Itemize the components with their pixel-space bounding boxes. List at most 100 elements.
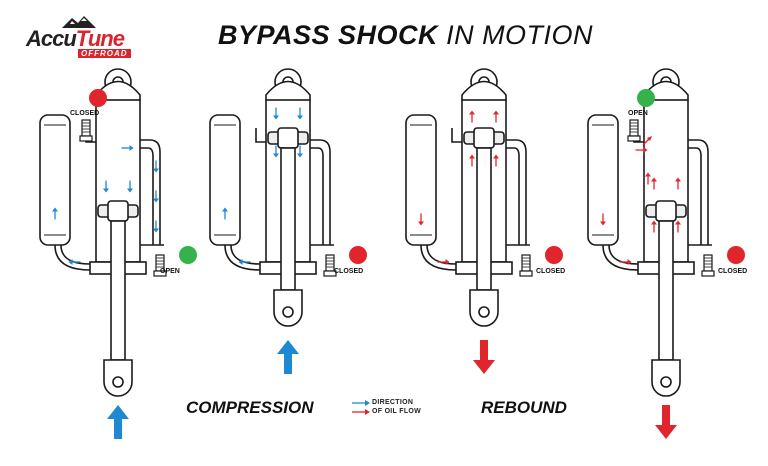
flow-arrow-head [675, 220, 681, 225]
bottom-valve-indicator [545, 246, 563, 264]
reservoir [209, 114, 241, 246]
valve-nut [323, 270, 337, 277]
valve-nut [627, 135, 641, 142]
accutune-logo: AccuTune OFFROAD [22, 14, 132, 64]
piston-core [277, 127, 299, 149]
valve-label-1: CLOSED [70, 110, 100, 117]
reservoir [39, 114, 71, 246]
valve-label-3: CLOSED [334, 268, 364, 275]
flow-arrow-head [418, 221, 424, 226]
motion-arrow-up-icon [107, 405, 129, 439]
shock-compression-extended [39, 68, 197, 439]
bypass-tube-inner [310, 147, 324, 245]
bottom-valve-indicator [727, 246, 745, 264]
flow-arrow-head [153, 228, 159, 233]
bypass-tube-inner [506, 147, 520, 245]
bottom-valve-indicator [349, 246, 367, 264]
reservoir-hose-inner [60, 244, 91, 265]
logo-subtext: OFFROAD [78, 49, 131, 58]
flow-arrow-head [297, 115, 303, 120]
flow-arrow-head [445, 259, 450, 265]
bypass-tube-outer [140, 139, 161, 245]
flow-arrow-head [222, 207, 228, 212]
reservoir-hose-inner [426, 244, 457, 265]
top-valve-indicator [637, 89, 655, 107]
flow-arrow-head [600, 221, 606, 226]
shock-rebound-compressed [405, 68, 563, 374]
piston-core [107, 200, 129, 222]
bypass-tube-outer [688, 139, 709, 245]
body-cap [461, 80, 507, 100]
reservoir-hose [54, 244, 91, 271]
valve-nut [701, 270, 715, 277]
bottom-eyelet-hole [282, 306, 294, 318]
reservoir-hose [420, 244, 457, 271]
motion-arrow-up-icon [277, 340, 299, 374]
valve-nut [519, 270, 533, 277]
flow-arrow-head [493, 154, 499, 159]
valve-nut [153, 270, 167, 277]
flow-arrow-head [645, 172, 651, 177]
shaft [110, 220, 126, 361]
bypass-valve-body [521, 254, 531, 272]
flow-arrow-head [493, 110, 499, 115]
bypass-tube-inner [688, 147, 702, 245]
reservoir-hose [224, 244, 261, 271]
rebound-label: REBOUND [481, 398, 567, 417]
flow-arrow-head [651, 220, 657, 225]
bottom-eyelet-hole [112, 376, 124, 388]
top-valve-indicator [89, 89, 107, 107]
flow-arrow-head [651, 177, 657, 182]
valve-label-6: CLOSED [718, 268, 748, 275]
flow-arrow-head [238, 259, 243, 265]
legend-line1: DIRECTION [372, 399, 414, 406]
motion-arrow-down-icon [473, 340, 495, 374]
flow-arrow-head [273, 115, 279, 120]
valve-label-2: OPEN [160, 268, 180, 275]
flow-arrow-head [153, 168, 159, 173]
bypass-tube-outer [310, 139, 331, 245]
flow-arrow-head [469, 110, 475, 115]
flow-arrow-head [127, 188, 133, 193]
shock-compression-compressed [209, 68, 367, 374]
flow-arrow-head [627, 259, 632, 265]
bypass-valve-body [703, 254, 713, 272]
flow-arrow-head [273, 153, 279, 158]
flow-arrow-head [675, 177, 681, 182]
flow-arrow-head [129, 145, 134, 151]
legend-arrows-icon [352, 400, 370, 415]
compression-label: COMPRESSION [186, 398, 314, 417]
flow-arrow-head [153, 198, 159, 203]
page-title: BYPASS SHOCK IN MOTION [218, 20, 594, 50]
bypass-tube-outer [506, 139, 527, 245]
bottom-eyelet-hole [660, 376, 672, 388]
flow-arrow-head [469, 154, 475, 159]
logo-wordmark: AccuTune [26, 26, 125, 51]
bottom-valve-indicator [179, 246, 197, 264]
body-cap [265, 80, 311, 100]
valve-nut [79, 135, 93, 142]
flow-arrow-head [643, 147, 648, 153]
valve-label-4: CLOSED [536, 268, 566, 275]
bypass-tube-inner [140, 147, 154, 245]
upper-port [451, 128, 462, 143]
shaft [658, 220, 674, 361]
reservoir-hose-inner [230, 244, 261, 265]
flow-arrow-head [297, 153, 303, 158]
mountain-logo-icon [62, 16, 96, 28]
flow-arrow [642, 138, 650, 146]
shock-rebound-extended [587, 68, 745, 439]
bypass-valve-body [629, 119, 639, 137]
flow-arrow-head [52, 207, 58, 212]
valve-label-5: OPEN [628, 110, 648, 117]
bottom-eyelet-hole [478, 306, 490, 318]
piston-core [655, 200, 677, 222]
shaft [476, 147, 492, 291]
flow-arrow-head [68, 259, 73, 265]
motion-arrow-down-icon [655, 405, 677, 439]
piston-core [473, 127, 495, 149]
reservoir-hose [602, 244, 639, 271]
bypass-valve-body [81, 119, 91, 137]
